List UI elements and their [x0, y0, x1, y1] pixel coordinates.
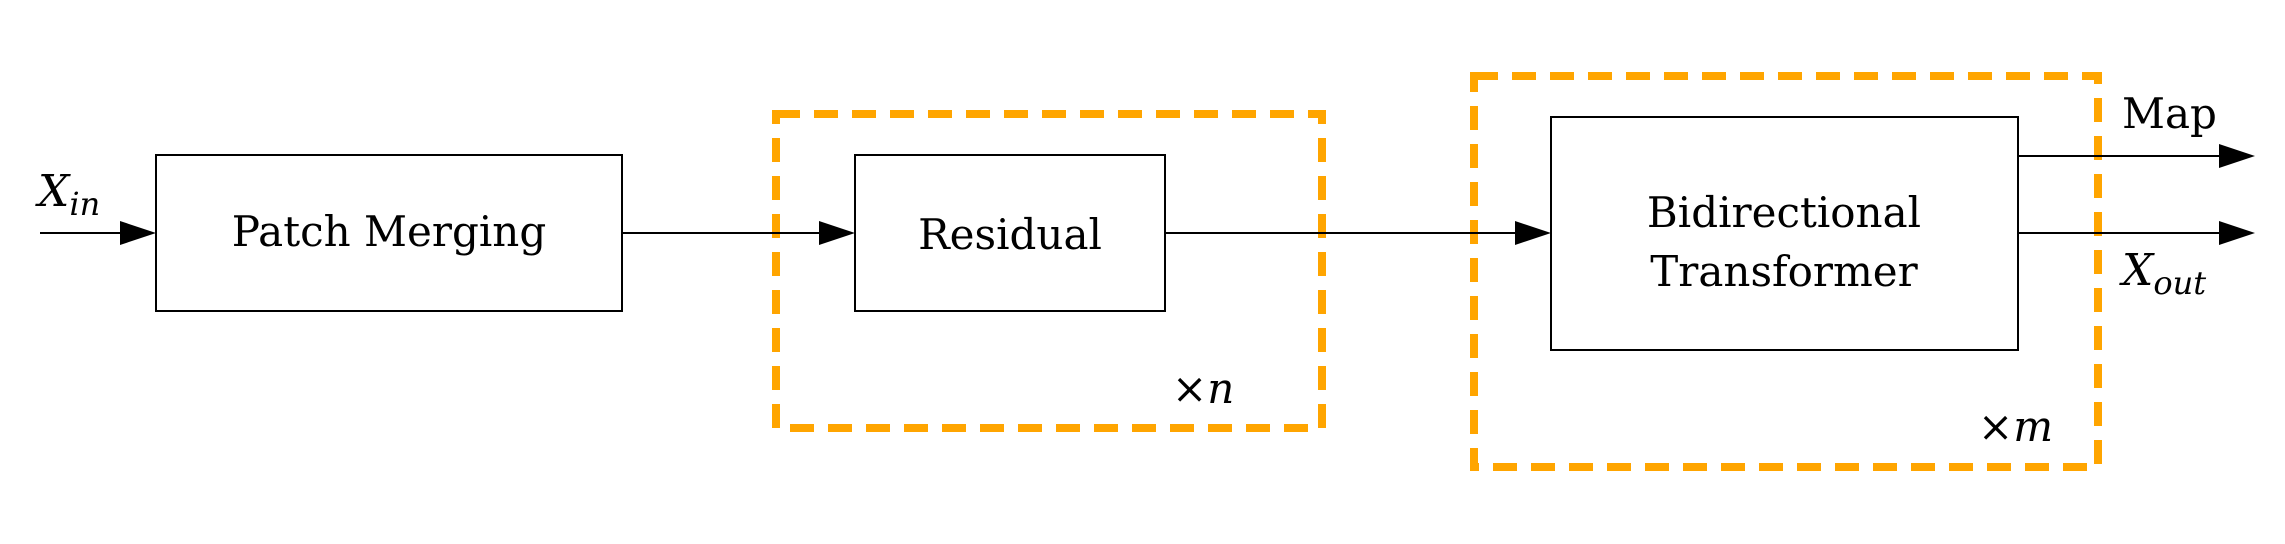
repeat-m-label: ×m — [1978, 402, 2053, 451]
residual-to-transformer-arrowhead — [1515, 221, 1551, 245]
xout-symbol: X — [2119, 245, 2155, 296]
bidirectional-transformer-label-line1: Bidirectional — [1647, 188, 1921, 237]
input-symbol: X — [35, 166, 71, 217]
xout-subscript: out — [2153, 264, 2206, 302]
bidirectional-transformer-block — [1550, 116, 2019, 351]
residual-block — [854, 154, 1166, 312]
bidirectional-transformer-label-line2: Transformer — [1650, 247, 1918, 296]
repeat-n-label: ×n — [1172, 364, 1234, 413]
xout-output-label: Xout — [2119, 245, 2206, 302]
repeat-n-times: × — [1172, 364, 1207, 413]
repeat-m-times: × — [1978, 402, 2013, 451]
repeat-m-var: m — [2013, 402, 2053, 451]
input-label: Xin — [35, 166, 100, 223]
map-output-label: Map — [2122, 89, 2217, 138]
repeat-group-transformer-border — [1470, 72, 2102, 471]
residual-label: Residual — [918, 210, 1102, 259]
input-arrowhead — [120, 221, 156, 245]
patch-to-residual-arrowhead — [819, 221, 855, 245]
patch-merging-label: Patch Merging — [232, 207, 546, 256]
xout-output-arrowhead — [2219, 221, 2255, 245]
patch-merging-block — [155, 154, 623, 312]
repeat-n-var: n — [1207, 364, 1234, 413]
map-output-arrowhead — [2219, 144, 2255, 168]
input-subscript: in — [69, 185, 100, 223]
repeat-group-residual-border — [772, 110, 1326, 432]
